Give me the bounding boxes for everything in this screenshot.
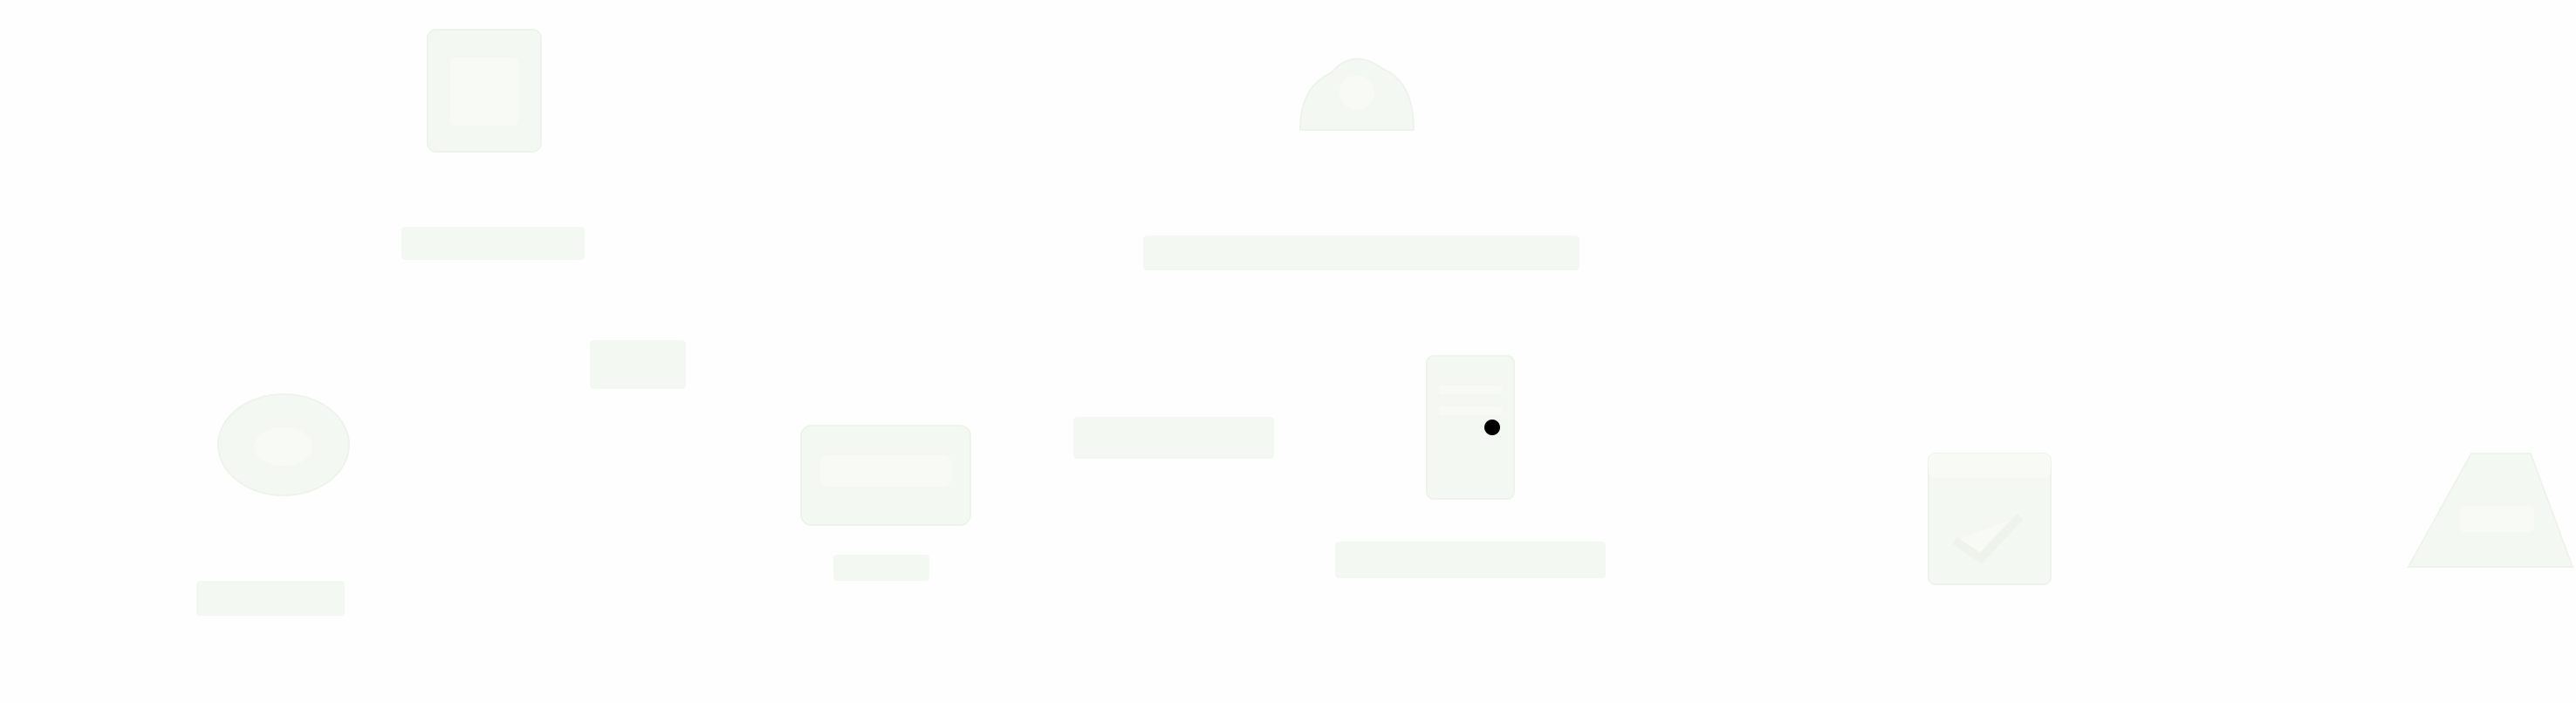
desktop-icon-3[interactable] (196, 384, 371, 619)
document-icon (1409, 349, 1531, 506)
cloud-icon (1291, 38, 1422, 152)
desktop-icon-5[interactable] (1326, 349, 1623, 611)
drive-icon (2391, 436, 2576, 584)
calendar-icon (1920, 445, 2059, 593)
desktop-icon-6[interactable] (1911, 436, 2068, 602)
card-icon (794, 419, 977, 532)
app-icon (419, 21, 550, 160)
status-badge (590, 340, 686, 389)
desktop-icon-1[interactable] (401, 21, 585, 274)
cursor-icon (1484, 420, 1500, 435)
desktop-icon-7[interactable] (2391, 436, 2576, 602)
floating-label (1073, 417, 1274, 459)
eye-icon (205, 384, 362, 506)
desktop-icon-2[interactable] (1134, 30, 1588, 274)
desktop-icon-4[interactable] (785, 410, 995, 602)
